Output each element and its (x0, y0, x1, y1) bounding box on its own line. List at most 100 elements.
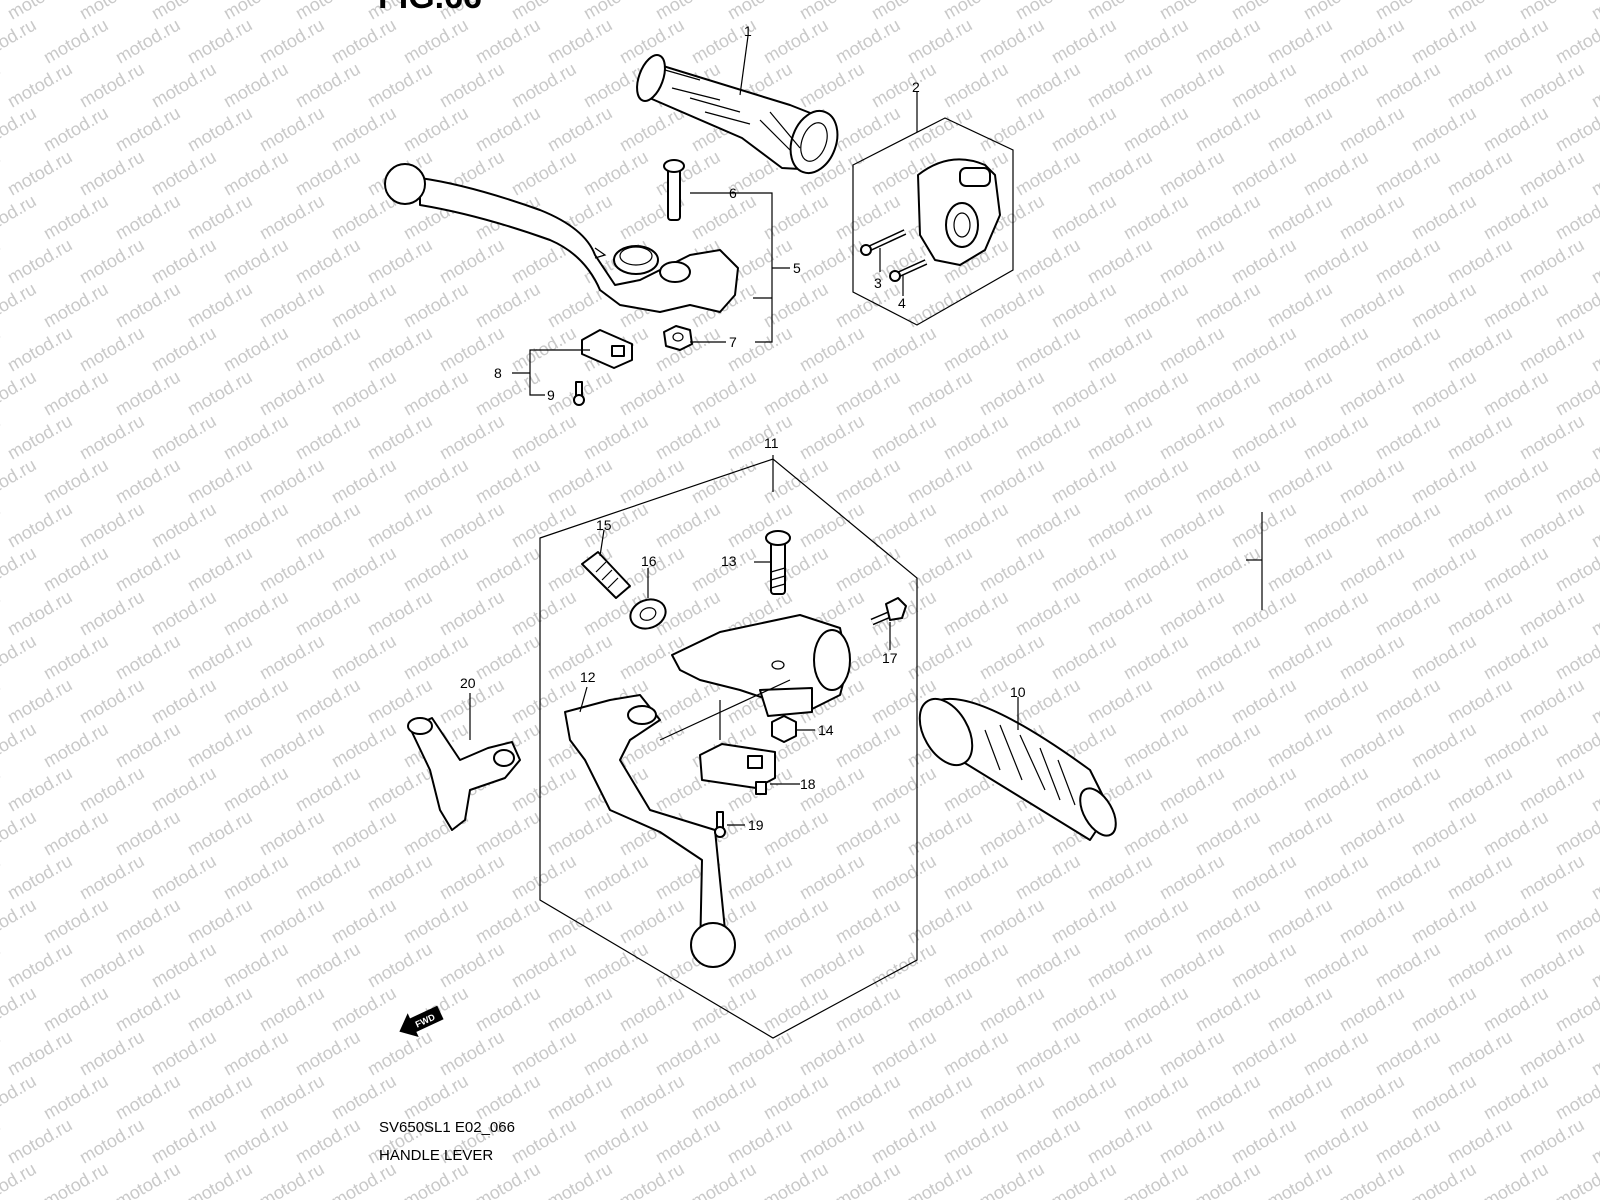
watermark-text: motod.ru (112, 103, 184, 156)
watermark-text: motod.ru (256, 807, 328, 860)
watermark-text: motod.ru (364, 59, 436, 112)
watermark-text: motod.ru (940, 59, 1012, 112)
watermark-text: motod.ru (1480, 191, 1552, 244)
clutch-switch-18 (699, 743, 776, 795)
watermark-text: motod.ru (76, 235, 148, 288)
watermark-text: motod.ru (148, 851, 220, 904)
label-11: 11 (764, 435, 779, 451)
screw-9 (573, 381, 585, 406)
watermark-text: motod.ru (1156, 939, 1228, 992)
watermark-text: motod.ru (112, 191, 184, 244)
watermark-text: motod.ru (1336, 455, 1408, 508)
watermark-text: motod.ru (1336, 191, 1408, 244)
watermark-text: motod.ru (0, 455, 40, 508)
watermark-text: motod.ru (1048, 543, 1120, 596)
watermark-text: motod.ru (508, 411, 580, 464)
watermark-text: motod.ru (148, 499, 220, 552)
watermark-text: motod.ru (904, 15, 976, 68)
watermark-text: motod.ru (148, 587, 220, 640)
watermark-text: motod.ru (940, 411, 1012, 464)
throttle-grip (636, 54, 839, 174)
watermark-text: motod.ru (1408, 1071, 1480, 1124)
watermark-text: motod.ru (0, 675, 4, 728)
watermark-text: motod.ru (184, 895, 256, 948)
watermark-text: motod.ru (1336, 279, 1408, 332)
watermark-text: motod.ru (508, 323, 580, 376)
watermark-text: motod.ru (1480, 983, 1552, 1036)
watermark-text: motod.ru (904, 103, 976, 156)
watermark-text: motod.ru (868, 1027, 940, 1080)
watermark-text: motod.ru (1192, 455, 1264, 508)
watermark-text: motod.ru (328, 895, 400, 948)
watermark-text: motod.ru (1156, 1027, 1228, 1080)
watermark-text: motod.ru (0, 983, 40, 1036)
watermark-text: motod.ru (1156, 0, 1228, 23)
watermark-text: motod.ru (976, 367, 1048, 420)
watermark-text: motod.ru (904, 807, 976, 860)
watermark-text: motod.ru (1264, 367, 1336, 420)
watermark-text: motod.ru (364, 763, 436, 816)
watermark-text: motod.ru (1048, 455, 1120, 508)
watermark-text: motod.ru (868, 1115, 940, 1168)
watermark-text: motod.ru (1084, 59, 1156, 112)
watermark-text: motod.ru (1480, 1159, 1552, 1200)
watermark-text: motod.ru (616, 1159, 688, 1200)
watermark-text: motod.ru (1516, 675, 1588, 728)
watermark-text: motod.ru (148, 763, 220, 816)
watermark-text: motod.ru (1264, 103, 1336, 156)
watermark-text: motod.ru (1228, 0, 1300, 23)
watermark-text: motod.ru (220, 59, 292, 112)
watermark-text: motod.ru (976, 15, 1048, 68)
label-1: 1 (744, 23, 752, 39)
watermark-text: motod.ru (0, 807, 40, 860)
watermark-text: motod.ru (40, 455, 112, 508)
watermark-text: motod.ru (1192, 367, 1264, 420)
watermark-text: motod.ru (1264, 895, 1336, 948)
watermark-text: motod.ru (688, 543, 760, 596)
watermark-text: motod.ru (112, 1159, 184, 1200)
watermark-text: motod.ru (580, 1115, 652, 1168)
watermark-text: motod.ru (796, 59, 868, 112)
watermark-text: motod.ru (4, 939, 76, 992)
watermark-text: motod.ru (1588, 939, 1600, 992)
watermark-text: motod.ru (1372, 147, 1444, 200)
watermark-text: motod.ru (4, 235, 76, 288)
watermark-text: motod.ru (904, 1159, 976, 1200)
watermark-text: motod.ru (472, 103, 544, 156)
watermark-text: motod.ru (1336, 807, 1408, 860)
watermark-text: motod.ru (1300, 1115, 1372, 1168)
watermark-text: motod.ru (76, 59, 148, 112)
watermark-text: motod.ru (1156, 851, 1228, 904)
watermark-text: motod.ru (1300, 411, 1372, 464)
screw-3 (860, 229, 907, 256)
watermark-text: motod.ru (796, 939, 868, 992)
watermark-text: motod.ru (1588, 323, 1600, 376)
watermark-text: motod.ru (940, 0, 1012, 23)
watermark-text: motod.ru (1048, 191, 1120, 244)
watermark-text: motod.ru (724, 1027, 796, 1080)
watermark-text: motod.ru (184, 103, 256, 156)
watermark-text: motod.ru (1588, 587, 1600, 640)
watermark-text: motod.ru (1480, 15, 1552, 68)
watermark-text: motod.ru (1156, 1115, 1228, 1168)
watermark-text: motod.ru (868, 411, 940, 464)
watermark-text: motod.ru (1264, 719, 1336, 772)
watermark-text: motod.ru (1516, 499, 1588, 552)
watermark-text: motod.ru (1084, 499, 1156, 552)
watermark-text: motod.ru (328, 719, 400, 772)
watermark-text: motod.ru (1336, 1159, 1408, 1200)
watermark-text: motod.ru (616, 367, 688, 420)
watermark-text: motod.ru (184, 1159, 256, 1200)
watermark-text: motod.ru (184, 719, 256, 772)
watermark-text: motod.ru (1156, 763, 1228, 816)
watermark-text: motod.ru (1480, 543, 1552, 596)
watermark-text: motod.ru (1588, 851, 1600, 904)
watermark-text: motod.ru (580, 939, 652, 992)
watermark-text: motod.ru (4, 411, 76, 464)
model-code: SV650SL1 E02_066 (379, 1119, 515, 1136)
watermark-text: motod.ru (256, 1071, 328, 1124)
watermark-text: motod.ru (1300, 851, 1372, 904)
watermark-text: motod.ru (1336, 719, 1408, 772)
label-9: 9 (547, 387, 555, 403)
watermark-text: motod.ru (580, 147, 652, 200)
